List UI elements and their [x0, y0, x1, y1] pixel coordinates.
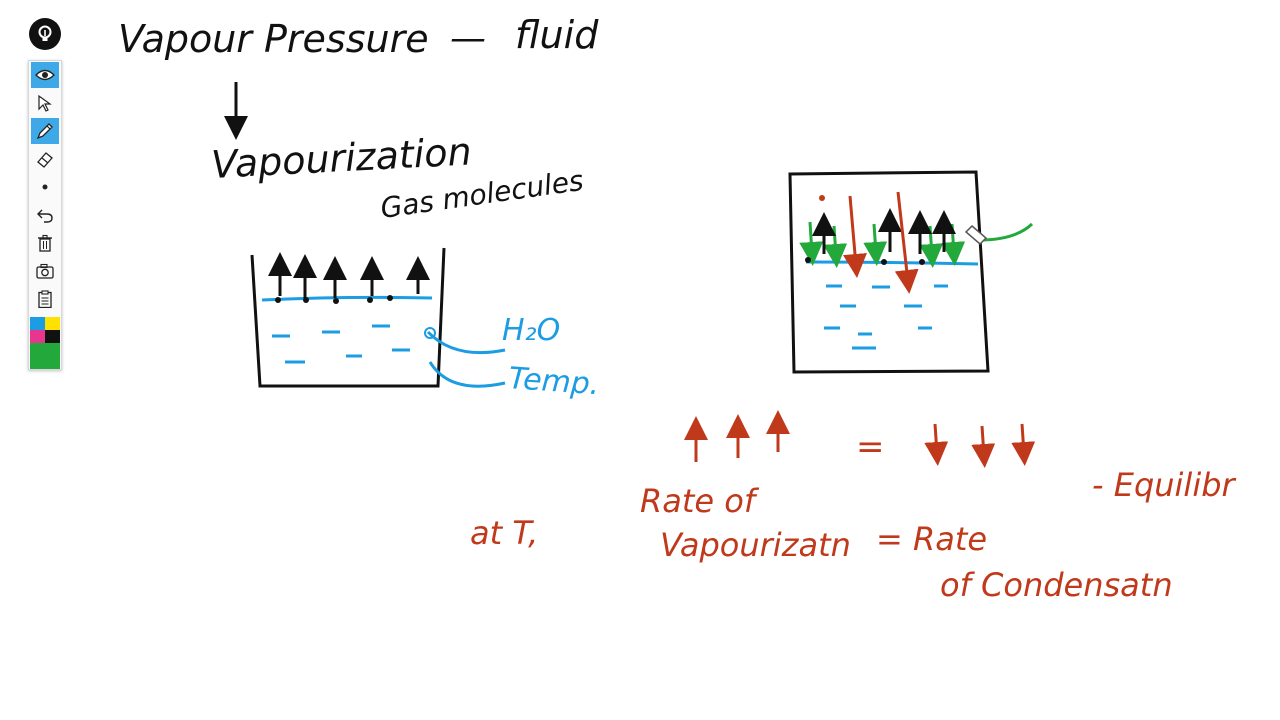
drawing-toolbar — [28, 18, 62, 370]
eye-icon[interactable] — [31, 62, 59, 88]
lightbulb-icon[interactable] — [29, 18, 61, 50]
dot-size-icon[interactable] — [31, 174, 59, 200]
color-swatch-blue[interactable] — [30, 317, 45, 330]
equals-sign: = — [856, 427, 885, 467]
vaporization-label: Vapourization — [210, 129, 472, 187]
equilibrium-label: - Equilibr — [1092, 466, 1237, 504]
color-swatch-black[interactable] — [45, 330, 60, 343]
color-swatch-green[interactable] — [30, 343, 60, 369]
pen-cursor-icon — [964, 224, 988, 246]
tool-panel — [28, 60, 62, 370]
arrow-equation — [684, 410, 1036, 468]
board-title: Vapour Pressure — [118, 17, 429, 61]
camera-icon[interactable] — [31, 258, 59, 284]
vaporization-short-label: Vapourizatn — [660, 526, 851, 564]
color-swatch-pink[interactable] — [30, 330, 45, 343]
title-suffix: fluid — [515, 13, 599, 57]
trash-icon[interactable] — [31, 230, 59, 256]
of-condensation-label: of Condensatn — [940, 566, 1173, 604]
open-container — [250, 247, 506, 388]
rate-of-label: Rate of — [640, 482, 760, 520]
closed-container — [788, 170, 1034, 374]
pointer-icon[interactable] — [31, 90, 59, 116]
color-palette — [30, 317, 60, 369]
temp-label: Temp. — [507, 361, 600, 402]
undo-icon[interactable] — [31, 202, 59, 228]
title-dash: — — [450, 18, 486, 59]
equals-rate-label: = Rate — [876, 520, 987, 558]
clipboard-icon[interactable] — [31, 286, 59, 312]
at-t-label: at T, — [470, 514, 538, 552]
h2o-label: H₂O — [502, 313, 560, 348]
eraser-icon[interactable] — [31, 146, 59, 172]
pen-icon[interactable] — [31, 118, 59, 144]
color-swatch-yellow[interactable] — [45, 317, 60, 330]
